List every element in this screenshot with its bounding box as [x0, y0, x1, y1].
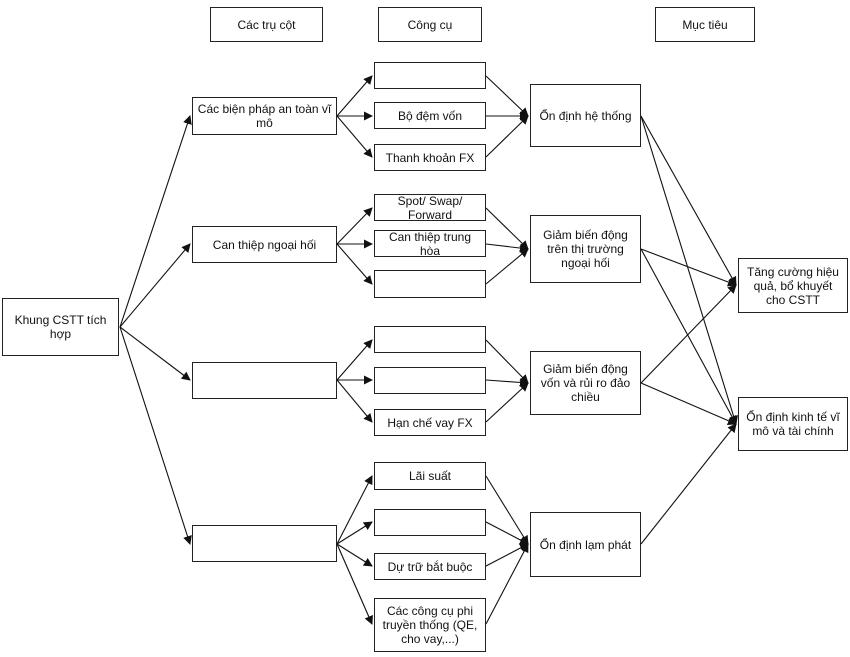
- connector-arrow-5: [336, 75, 373, 117]
- connector-arrow-37: [640, 423, 737, 545]
- header-pillars: Các trụ cột: [210, 7, 323, 42]
- connector-arrow-14: [336, 475, 373, 545]
- objective-system-stability: Ổn định hệ thống: [530, 84, 641, 147]
- connector-arrow-4: [119, 326, 192, 545]
- objective-fx-volatility: Giảm biến động trên thị trường ngoại hối: [530, 215, 641, 283]
- connector-arrow-24: [485, 339, 529, 384]
- tool-empty-5: [374, 509, 486, 536]
- pillar-fx-intervention: Can thiệp ngoại hối: [192, 226, 337, 263]
- connector-arrow-22: [485, 243, 529, 253]
- connector-arrow-28: [485, 521, 529, 545]
- connector-arrow-13: [336, 379, 373, 423]
- connector-arrow-20: [485, 115, 529, 158]
- root-integrated-framework: Khung CSTT tích hợp: [2, 298, 119, 356]
- connector-arrow-3: [119, 326, 191, 381]
- connector-arrow-25: [485, 377, 529, 387]
- connector-arrow-11: [336, 339, 373, 381]
- tool-sterilized-intervention: Can thiệp trung hòa: [374, 230, 486, 258]
- tool-fx-liquidity: Thanh khoản FX: [374, 144, 486, 171]
- connector-arrow-27: [485, 475, 529, 545]
- connector-arrow-7: [336, 115, 373, 158]
- tool-spot-swap-forward: Spot/ Swap/ Forward: [374, 194, 486, 222]
- header-goals: Mục tiêu: [655, 7, 755, 42]
- connector-arrow-23: [485, 248, 529, 285]
- pillar-macroprudential: Các biện pháp an toàn vĩ mô: [192, 97, 337, 135]
- tool-fx-borrowing-limit: Hạn chế vay FX: [374, 409, 486, 436]
- pillar-capital-flow: [192, 362, 337, 399]
- connector-arrow-18: [485, 75, 529, 117]
- pillar-monetary: [192, 525, 337, 562]
- connector-arrow-16: [336, 543, 373, 567]
- tool-capital-buffer: Bộ đệm vốn: [374, 102, 486, 129]
- connector-arrow-35: [640, 284, 737, 384]
- connector-arrow-17: [336, 543, 373, 625]
- connector-arrow-32: [640, 115, 738, 425]
- tool-empty-1: [374, 62, 486, 89]
- connector-arrow-33: [640, 248, 737, 287]
- goal-enhance-policy: Tăng cường hiệu quả, bổ khuyết cho CSTT: [738, 258, 848, 313]
- tool-empty-2: [374, 270, 486, 298]
- goal-macro-financial-stability: Ổn định kinh tế vĩ mô và tài chính: [738, 397, 848, 451]
- connector-arrow-34: [640, 248, 737, 425]
- connector-arrow-8: [336, 207, 373, 245]
- connector-arrow-15: [336, 521, 373, 545]
- tool-unconventional: Các công cụ phi truyền thống (QE, cho va…: [374, 598, 486, 652]
- connector-arrow-36: [640, 382, 737, 425]
- tool-reserve-requirement: Dự trữ bắt buộc: [374, 553, 486, 580]
- connector-arrow-31: [640, 115, 737, 286]
- tool-empty-3: [374, 326, 486, 353]
- connector-arrow-10: [336, 243, 373, 285]
- connector-arrow-30: [485, 543, 529, 625]
- connector-arrow-21: [485, 207, 529, 250]
- header-tools: Công cụ: [378, 7, 482, 42]
- objective-capital-volatility: Giảm biến động vốn và rủi ro đảo chiều: [530, 351, 641, 415]
- tool-interest-rate: Lãi suất: [374, 462, 486, 490]
- connector-arrow-1: [119, 115, 192, 328]
- connector-arrow-2: [119, 243, 191, 328]
- objective-inflation-stability: Ổn định lạm phát: [530, 512, 641, 577]
- connector-arrow-26: [485, 382, 529, 423]
- tool-empty-4: [374, 367, 486, 394]
